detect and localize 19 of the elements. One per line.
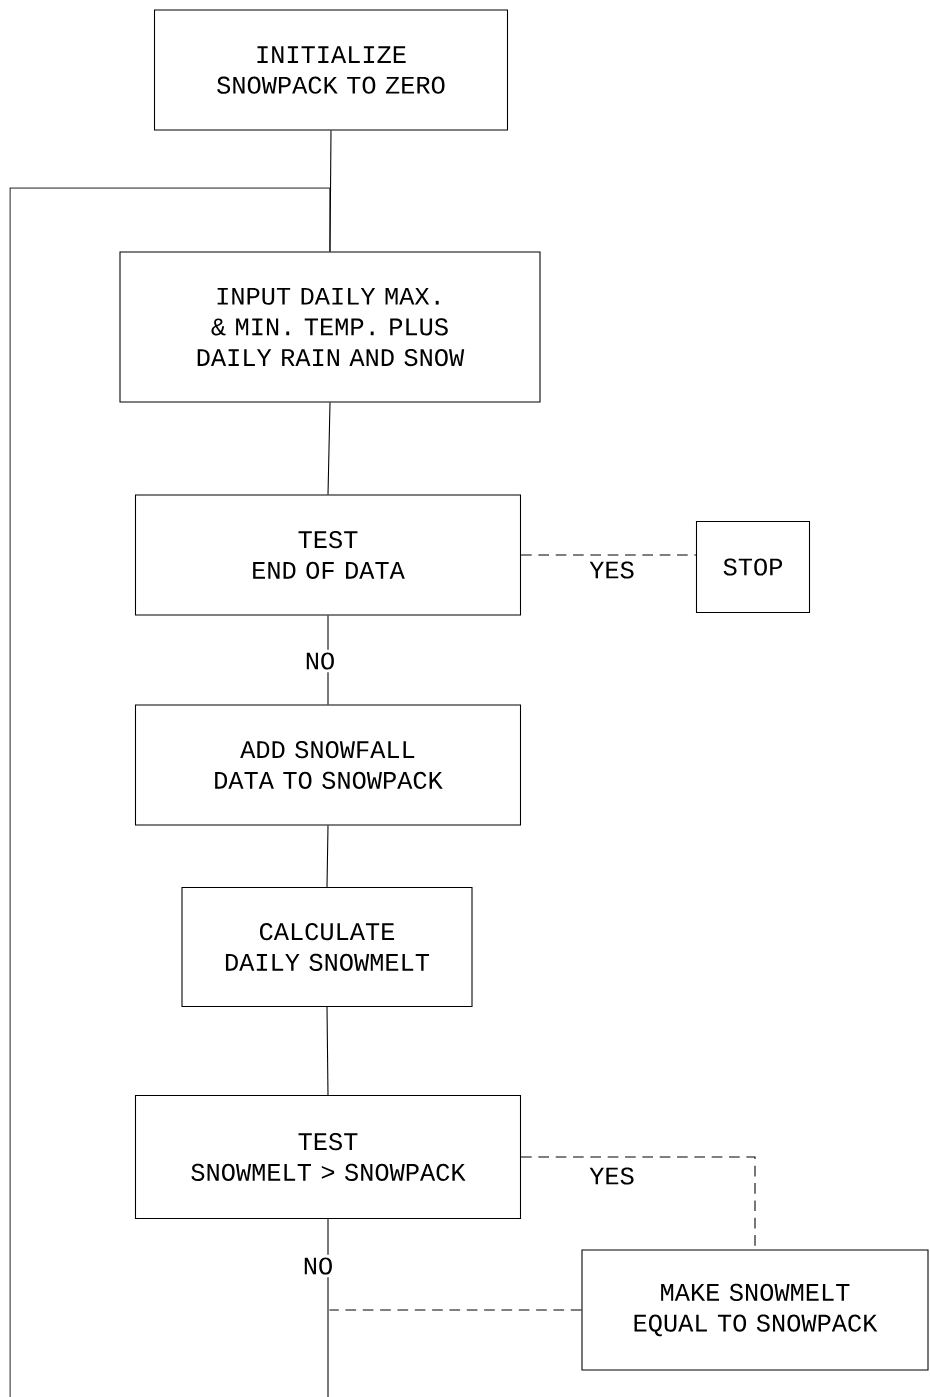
- process-box: ADD SNOWFALL DATA TO SNOWPACK: [134, 704, 522, 826]
- connector-line: [326, 825, 329, 888]
- process-box: INITIALIZE SNOWPACK TO ZERO: [153, 9, 509, 131]
- edge-label: NO: [302, 649, 338, 673]
- connector-line: [326, 1006, 329, 1096]
- connector-line: [328, 1309, 582, 1311]
- process-box: TEST SNOWMELT > SNOWPACK: [134, 1094, 522, 1220]
- process-box: STOP: [695, 520, 811, 614]
- process-box: TEST END OF DATA: [134, 494, 522, 616]
- connector-line: [9, 187, 331, 1397]
- connector-line: [327, 1218, 329, 1397]
- connector-line: [520, 554, 697, 556]
- edge-label: YES: [586, 1164, 638, 1188]
- process-box: MAKE SNOWMELT EQUAL TO SNOWPACK: [581, 1249, 929, 1371]
- edge-label: YES: [586, 558, 638, 582]
- edge-label: NO: [300, 1254, 336, 1278]
- process-box: INPUT DAILY MAX. & MIN. TEMP. PLUS DAILY RAIN AND SNOW: [119, 251, 541, 403]
- process-box: CALCULATE DAILY SNOWMELT: [181, 886, 473, 1008]
- connector-line: [327, 402, 331, 495]
